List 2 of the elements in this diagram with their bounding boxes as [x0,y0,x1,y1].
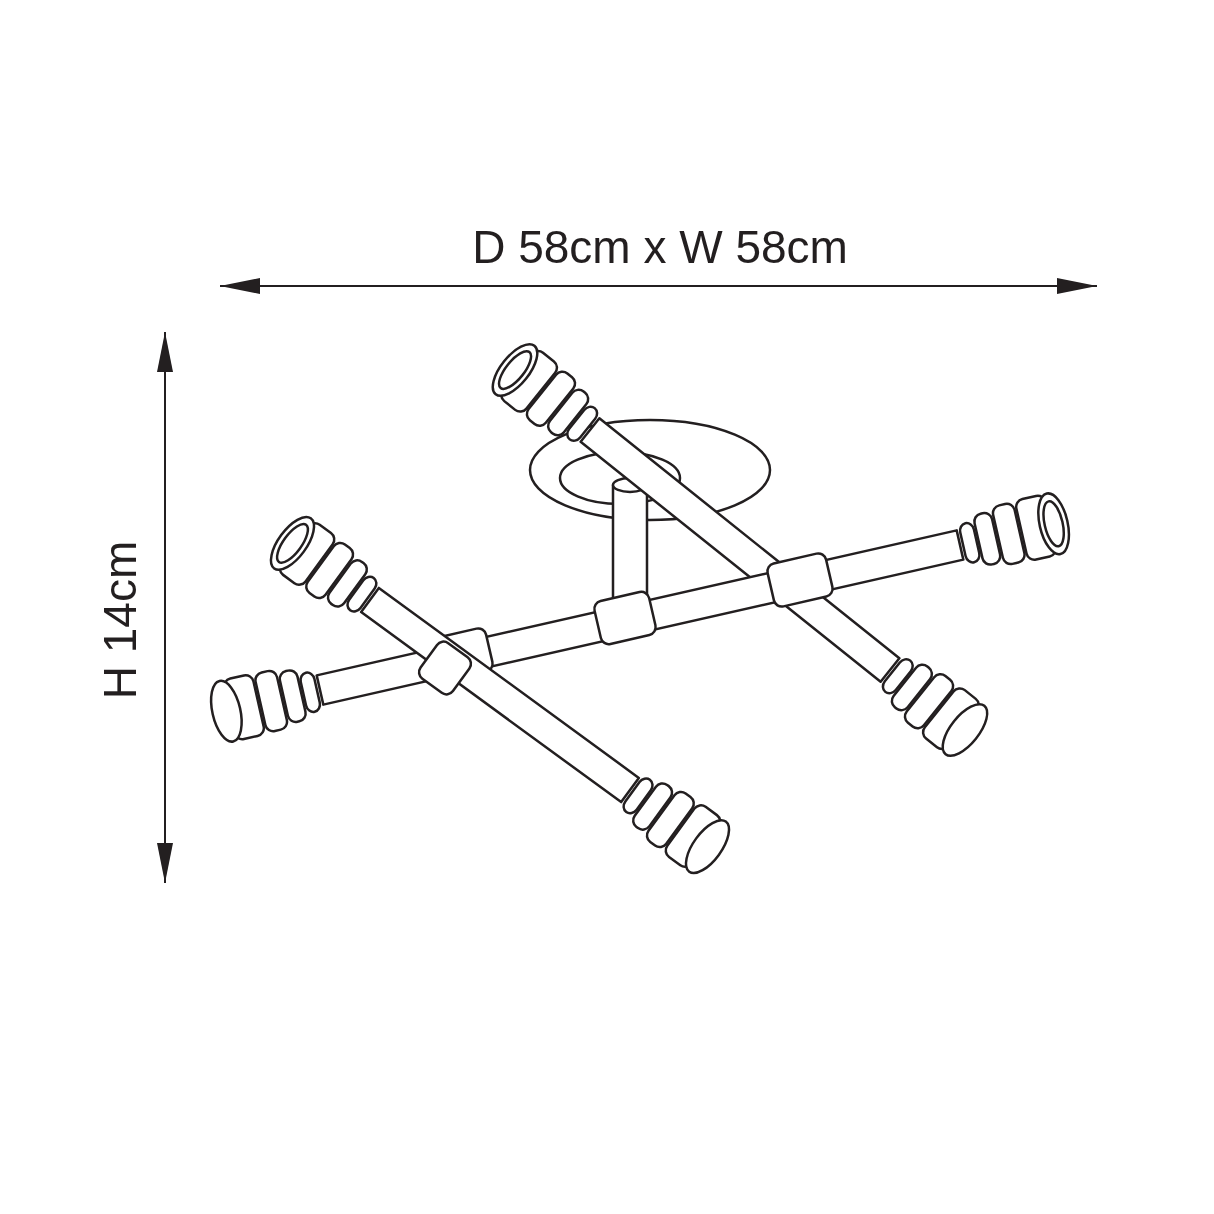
dimension-label: H 14cm [93,540,147,700]
dimension-label: D 58cm x W 58cm [472,220,848,274]
